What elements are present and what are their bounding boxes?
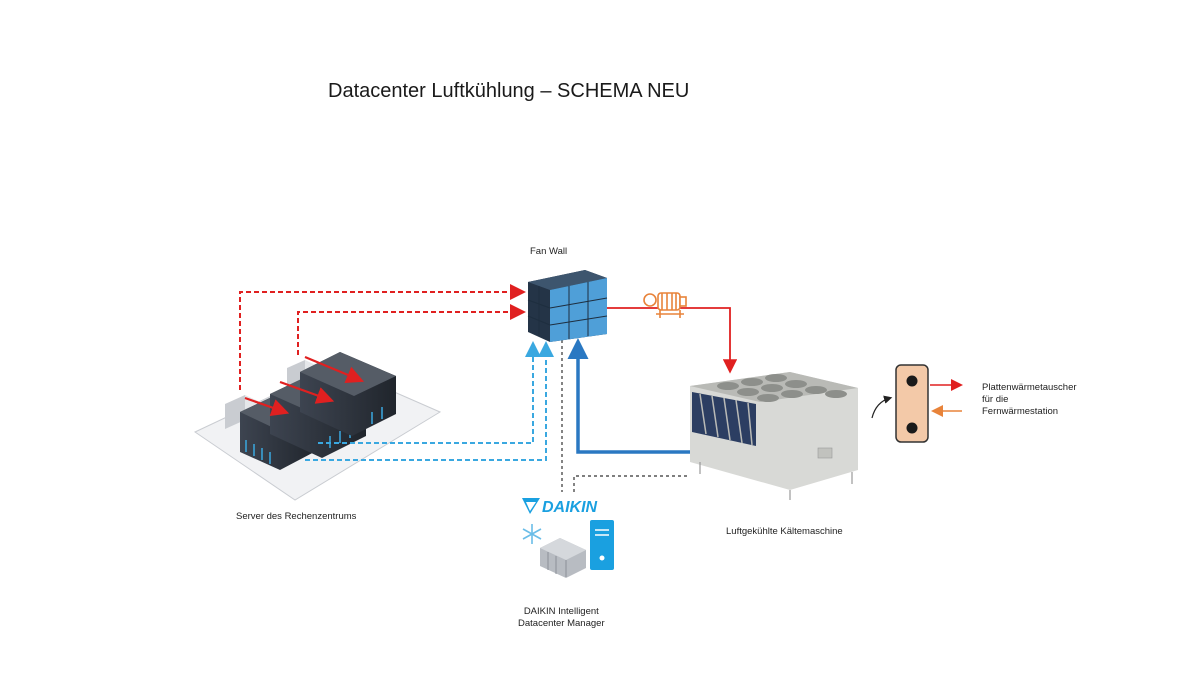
chilled-water-line bbox=[567, 338, 690, 454]
fan-wall-icon bbox=[527, 270, 608, 342]
fan-wall-label: Fan Wall bbox=[530, 246, 568, 257]
manager-label-line2: Datacenter Manager bbox=[518, 618, 605, 629]
server-rack-icon bbox=[540, 538, 586, 578]
hot-air-return-lines bbox=[239, 284, 526, 390]
svg-text:DAIKIN: DAIKIN bbox=[542, 499, 598, 516]
server-room bbox=[193, 352, 442, 501]
chiller-icon bbox=[690, 372, 858, 500]
control-lines bbox=[561, 340, 690, 492]
warm-water-line bbox=[607, 307, 738, 374]
heat-exchanger-label: Plattenwärmetauscher für die Fernwärmest… bbox=[982, 382, 1077, 418]
manager-label-line1: DAIKIN Intelligent bbox=[523, 606, 599, 617]
daikin-logo: DAIKIN bbox=[522, 498, 598, 516]
chiller-label: Luftgekühlte Kältemaschine bbox=[726, 526, 843, 537]
heat-exchanger-icon bbox=[895, 364, 929, 443]
heat-recovery-arrow bbox=[871, 395, 893, 419]
heat-exchanger-label-line1: Plattenwärmetauscher bbox=[982, 382, 1077, 393]
pump-motor-icon bbox=[643, 292, 687, 318]
page-title: Datacenter Luftkühlung – SCHEMA NEU bbox=[328, 80, 690, 102]
heat-exchanger-label-line2: für die bbox=[982, 394, 1009, 405]
heat-exchanger-label-line3: Fernwärmestation bbox=[982, 406, 1059, 417]
servers-label: Server des Rechenzentrums bbox=[236, 511, 357, 522]
snowflake-icon bbox=[522, 524, 542, 544]
cold-air-supply-lines bbox=[305, 341, 554, 461]
control-pc-icon bbox=[590, 520, 614, 570]
manager-label: DAIKIN Intelligent Datacenter Manager bbox=[518, 606, 605, 630]
